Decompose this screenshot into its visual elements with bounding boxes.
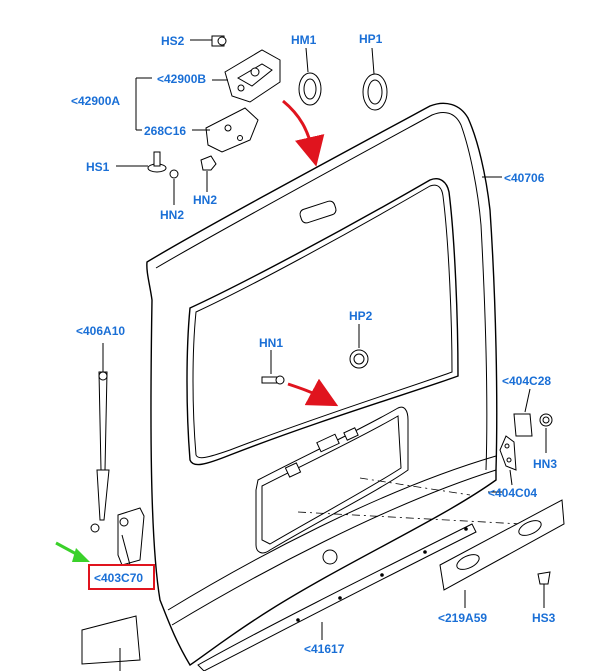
moulding-41617 <box>197 523 477 671</box>
callout-hs2[interactable]: HS2 <box>161 34 185 48</box>
rear-window <box>186 178 459 466</box>
alignment-line-1 <box>297 511 541 526</box>
callout-404c28[interactable]: <404C28 <box>502 374 551 388</box>
gas-strut <box>90 343 110 533</box>
nut-hn2 <box>169 155 217 205</box>
callout-hp1[interactable]: HP1 <box>359 32 383 46</box>
pad-404c28 <box>513 388 553 453</box>
grommet-hm1 <box>298 47 322 106</box>
highlight-box <box>88 564 155 590</box>
plug-hp2 <box>349 324 369 369</box>
tailgate-door <box>146 102 498 666</box>
cover-403c70 <box>117 507 145 566</box>
callout-hs1[interactable]: HS1 <box>86 160 110 174</box>
plate-trim-219a59 <box>439 499 565 608</box>
bracket-404c04 <box>499 435 517 486</box>
screw-hs2 <box>190 35 227 47</box>
callout-41617[interactable]: <41617 <box>304 642 345 656</box>
callout-42900a[interactable]: <42900A <box>71 94 120 108</box>
callout-406a10[interactable]: <406A10 <box>76 324 125 338</box>
screw-hs3 <box>537 571 551 608</box>
callout-hn2-left[interactable]: HN2 <box>160 208 184 222</box>
lower-crease <box>167 455 497 611</box>
callout-hn2-right[interactable]: HN2 <box>193 193 217 207</box>
callout-hp2[interactable]: HP2 <box>349 309 373 323</box>
trim-panel <box>81 615 141 665</box>
stud-hs1 <box>116 151 167 173</box>
plate-recess <box>255 406 409 565</box>
lower-crease-2 <box>171 469 497 626</box>
callout-hn3[interactable]: HN3 <box>533 457 557 471</box>
callout-403c70[interactable]: <403C70 <box>94 571 143 585</box>
green-arrowhead <box>72 548 90 562</box>
callout-hs3[interactable]: HS3 <box>532 611 556 625</box>
red-arrow-hinge <box>282 99 325 167</box>
callout-219a59[interactable]: <219A59 <box>438 611 487 625</box>
alignment-line-2 <box>359 477 471 496</box>
callout-hm1[interactable]: HM1 <box>291 33 317 47</box>
hinge-assembly <box>205 49 281 153</box>
callout-40706[interactable]: <40706 <box>504 171 545 185</box>
bolt-hn1 <box>261 350 285 385</box>
callout-hn1[interactable]: HN1 <box>259 336 283 350</box>
callout-42900b[interactable]: <42900B <box>157 72 206 86</box>
red-arrow-hn1 <box>287 378 339 407</box>
plug-hp1 <box>362 47 388 111</box>
callout-404c04[interactable]: <404C04 <box>488 486 537 500</box>
callout-268c16[interactable]: 268C16 <box>144 124 186 138</box>
